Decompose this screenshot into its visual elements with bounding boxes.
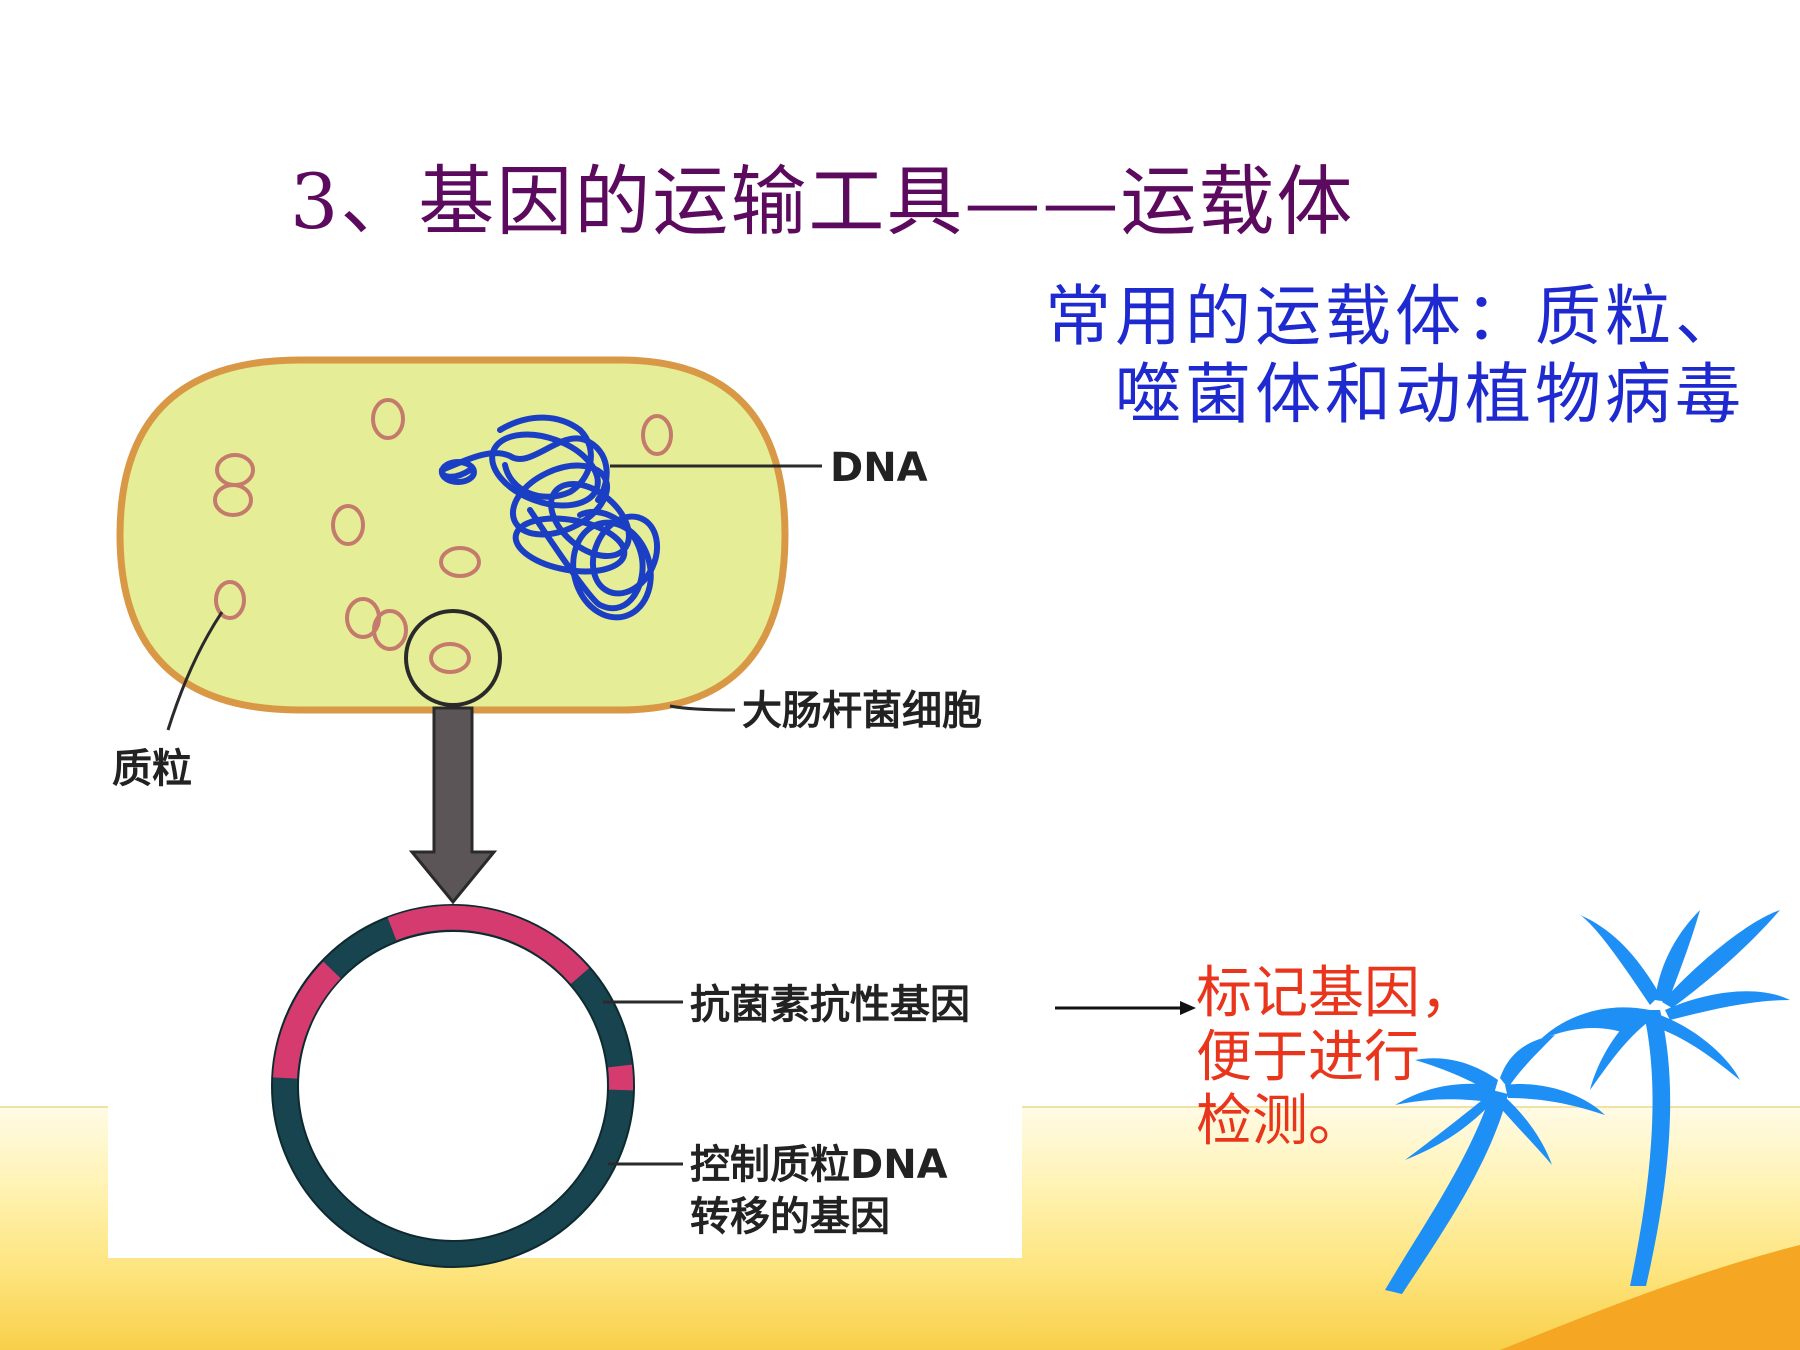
cell-pointer-line	[669, 704, 736, 712]
pink-segment-right	[608, 1064, 634, 1091]
antibiotic-gene-label: 抗菌素抗性基因	[690, 982, 970, 1028]
marker-gene-line-3: 检测。	[1196, 1089, 1364, 1154]
plasmid-ring	[271, 904, 635, 1268]
plasmid-loop	[429, 642, 471, 674]
marker-gene-line-1: 标记基因，	[1196, 961, 1476, 1026]
transfer-gene-label-line-1: 控制质粒DNA	[690, 1142, 948, 1188]
pink-segment-left	[273, 961, 341, 1079]
ecoli-cell-label: 大肠杆菌细胞	[742, 688, 982, 734]
marker-arrow-head-icon	[1180, 1001, 1196, 1015]
common-vectors-text: 常用的运载体：质粒、 噬菌体和动植物病毒	[1000, 278, 1745, 434]
zoom-circle	[404, 609, 502, 707]
slide-title: 3、基因的运输工具——运载体	[290, 157, 1355, 246]
plasmid-pointer-line	[166, 611, 224, 731]
plasmid-loop	[214, 580, 246, 620]
common-vectors-line-2: 噬菌体和动植物病毒	[1115, 356, 1745, 433]
plasmid-loop	[331, 504, 365, 546]
antibiotic-gene-segment	[387, 905, 590, 984]
plasmid-loops	[213, 398, 673, 674]
dna-coil	[438, 414, 661, 621]
plasmid-loop	[372, 609, 408, 651]
common-vectors-line-1: 常用的运载体：质粒、	[1045, 278, 1745, 355]
plasmid-label: 质粒	[112, 746, 192, 792]
zoom-arrow-icon	[408, 706, 498, 905]
plasmid-loop	[213, 483, 253, 517]
plasmid-loop	[641, 414, 673, 456]
plasmid-loop	[439, 546, 481, 578]
ecoli-cell-body	[116, 356, 789, 714]
marker-gene-note: 标记基因， 便于进行 检测。	[1196, 962, 1496, 1154]
plasmid-loop	[371, 398, 405, 440]
transfer-gene-label-line-2: 转移的基因	[690, 1194, 890, 1240]
dna-label: DNA	[830, 445, 928, 491]
marker-gene-line-2: 便于进行	[1196, 1025, 1420, 1090]
